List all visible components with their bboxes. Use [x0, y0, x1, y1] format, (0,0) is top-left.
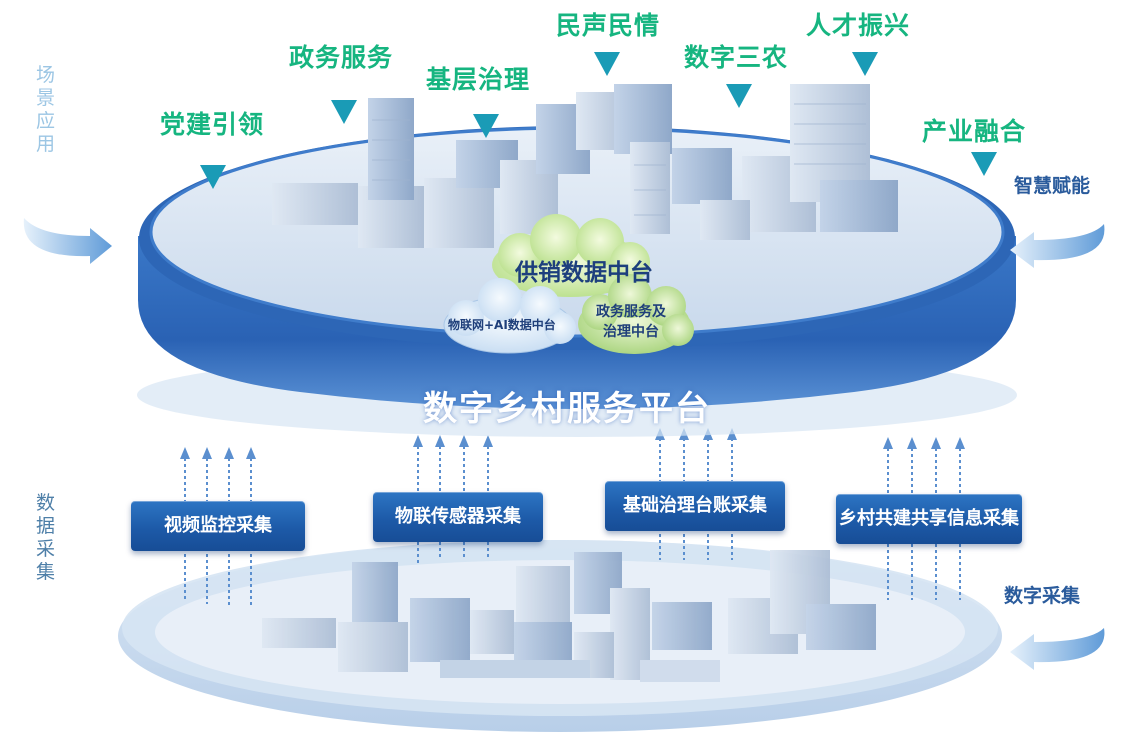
side-label-scene-application: 场 景 应 用	[35, 64, 56, 155]
label-digital-collect: 数字采集	[1004, 585, 1081, 607]
category-marker-icon	[726, 84, 752, 108]
category-public-opinion: 民声民情	[556, 11, 661, 40]
category-marker-icon	[971, 152, 997, 176]
category-talent-revitalization: 人才振兴	[806, 11, 911, 40]
collection-box-governance-ledger: 基础治理台账采集	[605, 481, 785, 531]
collection-box-iot-sensors: 物联传感器采集	[373, 492, 543, 542]
category-marker-icon	[852, 52, 878, 76]
cloud-left-shape	[443, 278, 576, 354]
cloud-main-shape	[492, 214, 650, 297]
category-government-service: 政务服务	[289, 43, 394, 72]
collection-box-video-monitoring: 视频监控采集	[131, 501, 305, 551]
category-marker-icon	[200, 165, 226, 189]
cloud-right-shape	[578, 274, 694, 354]
category-industry-integration: 产业融合	[922, 117, 1027, 146]
category-marker-icon	[473, 114, 499, 138]
cloud-iot-ai-data-center: 物联网+AI数据中台	[448, 318, 556, 332]
category-marker-icon	[594, 52, 620, 76]
category-grassroots-governance: 基层治理	[426, 65, 531, 94]
cycle-arrow-top-right	[1010, 224, 1105, 268]
category-digital-agriculture: 数字三农	[684, 43, 789, 72]
label-smart-empower: 智慧赋能	[1014, 175, 1091, 197]
cycle-arrow-bottom-right	[1010, 628, 1105, 670]
platform-title: 数字乡村服务平台	[423, 389, 711, 429]
cycle-arrow-top-left	[23, 218, 112, 264]
cloud-government-governance-center: 政务服务及 治理中台	[596, 304, 666, 340]
category-party-building: 党建引领	[160, 110, 265, 139]
collection-box-village-shared-info: 乡村共建共享信息采集	[836, 494, 1022, 544]
cloud-supply-marketing-data-center: 供销数据中台	[515, 260, 653, 286]
category-marker-icon	[331, 100, 357, 124]
side-label-data-collection: 数 据 采 集	[35, 492, 56, 583]
